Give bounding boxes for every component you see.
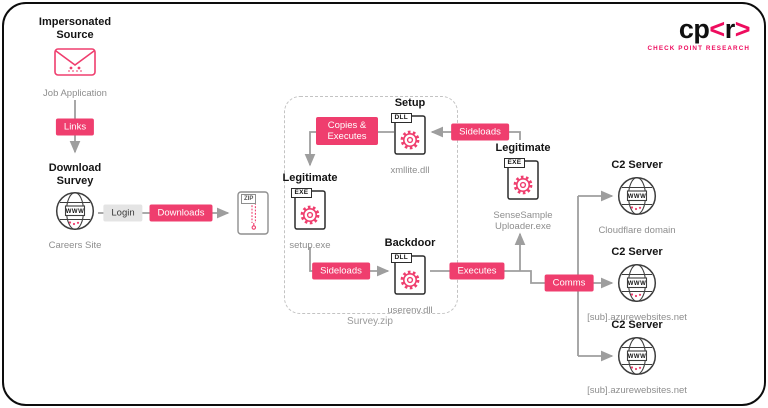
badge-login: Login [103,204,143,222]
cpr-logo: cp<r> CHECK POINT RESEARCH [647,14,751,52]
badge-sideloads-top: Sideloads [451,123,509,141]
globe-www-icon: WWW [617,263,657,308]
globe-www-icon: WWW [617,336,657,381]
node-backdoor-dll: Backdoor DLL userenv.dll [365,237,455,316]
dll-file-icon: DLL [390,112,430,161]
node-c2-server-1: C2 Server WWW Cloudflare domain [572,159,702,236]
survey-zip-group-label: Survey.zip [347,316,393,327]
node-title: C2 Server [611,246,663,258]
dll-tab-label: DLL [391,252,412,263]
node-caption: [sub].azurewebsites.net [587,384,687,396]
node-caption: Job Application [43,88,107,99]
node-caption: Cloudflare domain [598,224,676,236]
node-caption: userenv.dll [387,304,433,316]
node-impersonated-source: Impersonated Source Job Application [20,16,130,99]
exe-tab-label: EXE [504,157,525,168]
node-uploader-exe: Legitimate EXE SenseSample Uploader.exe [481,142,565,232]
logo-bracket-close: > [734,14,751,44]
logo-r: r [724,14,736,44]
svg-text:WWW: WWW [628,194,647,200]
node-c2-server-2: C2 Server WWW [sub].azurewebsites.net [572,246,702,323]
globe-www-icon: WWW [55,191,95,236]
node-c2-server-3: C2 Server WWW [sub].azurewebsites.net [572,319,702,396]
node-caption: Careers Site [48,240,102,251]
svg-text:WWW: WWW [66,209,85,215]
logo-cp: cp [678,14,710,44]
node-title: Legitimate [282,172,338,184]
node-title: Backdoor [384,237,436,249]
badge-executes: Executes [449,262,505,280]
badge-downloads: Downloads [149,204,213,222]
node-title: C2 Server [611,159,663,171]
node-title: Download Survey [48,162,102,187]
svg-text:WWW: WWW [628,281,647,287]
node-download-survey: Download Survey WWW Careers Site [38,162,112,251]
node-caption: setup.exe [289,239,331,251]
dll-file-icon: DLL [390,252,430,301]
svg-text:WWW: WWW [628,354,647,360]
node-caption: xmllite.dll [390,164,430,176]
exe-file-icon: EXE [503,157,543,206]
badge-links: Links [55,118,95,136]
node-title: C2 Server [611,319,663,331]
exe-file-icon: EXE [290,187,330,236]
exe-tab-label: EXE [291,187,312,198]
cpr-wordmark: cp<r> [648,14,751,44]
globe-www-icon: WWW [617,176,657,221]
node-title: Impersonated Source [38,16,112,41]
badge-comms: Comms [544,274,594,292]
badge-sideloads-bottom: Sideloads [312,262,370,280]
envelope-icon [52,45,98,84]
zip-file-icon: ZIP [235,190,271,241]
survey-zip-group [284,96,458,314]
logo-subtitle: CHECK POINT RESEARCH [647,45,750,52]
node-setup-dll: Setup DLL xmllite.dll [365,97,455,176]
badge-copies-executes: Copies & Executes [316,117,378,145]
node-caption: SenseSample Uploader.exe [493,209,553,232]
node-setup-exe: Legitimate EXE setup.exe [265,172,355,251]
node-title: Setup [394,97,426,109]
logo-bracket-open: < [709,14,725,44]
node-title: Legitimate [495,142,551,154]
node-caption: [sub].azurewebsites.net [587,311,687,323]
zip-tab-label: ZIP [241,194,257,205]
dll-tab-label: DLL [391,112,412,123]
